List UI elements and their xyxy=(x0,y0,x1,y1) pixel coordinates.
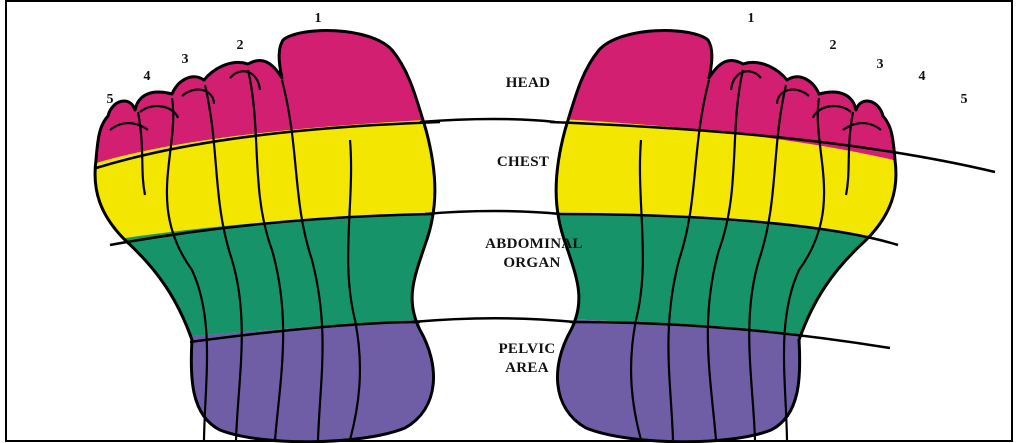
left-toe-number-4: 4 xyxy=(144,69,151,84)
zone-label-pelvic: PELVIC xyxy=(498,341,555,357)
left-toe-number-2: 2 xyxy=(237,38,244,53)
right-toe-number-4: 4 xyxy=(919,69,926,84)
right-toe-number-2: 2 xyxy=(830,38,837,53)
zone-connector-lines xyxy=(412,119,575,322)
zone-label-chest: CHEST xyxy=(497,154,549,170)
left-toe-number-1: 1 xyxy=(315,11,322,26)
right-pelvic-zone xyxy=(540,318,940,443)
left-toe-number-3: 3 xyxy=(182,52,189,67)
right-toe-number-3: 3 xyxy=(877,57,884,72)
left-pelvic-zone xyxy=(80,318,460,443)
left-toe-number-5: 5 xyxy=(107,92,114,107)
left-foot xyxy=(80,10,460,443)
zone-label-head: HEAD xyxy=(506,75,551,91)
zone-label-abdominal: ABDOMINAL xyxy=(485,236,583,252)
right-toe-number-5: 5 xyxy=(961,92,968,107)
right-foot xyxy=(540,10,995,443)
zone-label-area: AREA xyxy=(505,360,549,376)
right-toe-number-1: 1 xyxy=(748,11,755,26)
zone-label-organ: ORGAN xyxy=(503,255,560,271)
